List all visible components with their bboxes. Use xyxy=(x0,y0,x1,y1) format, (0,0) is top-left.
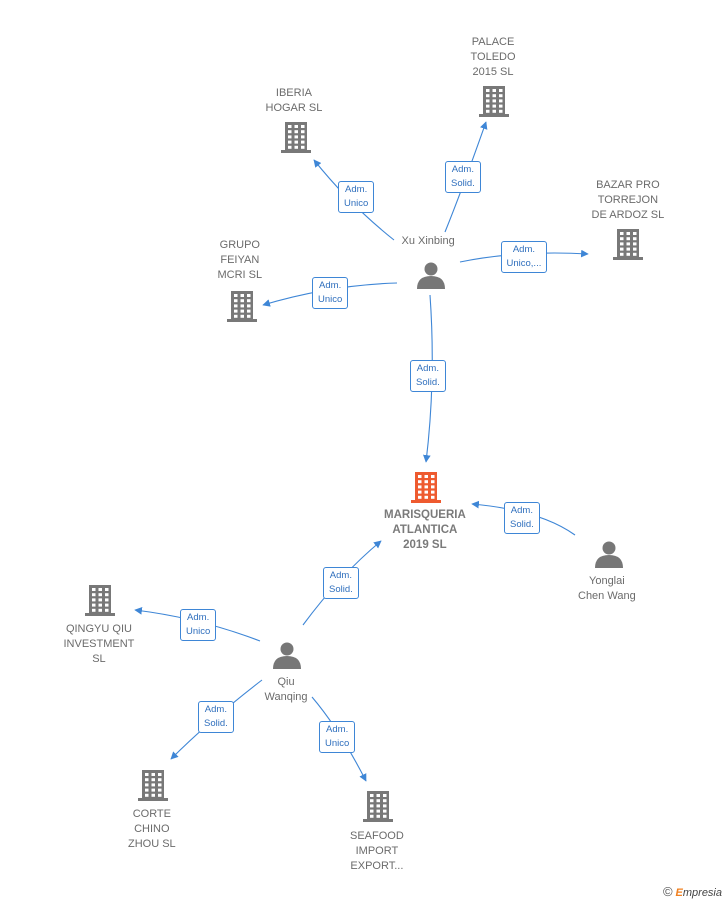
edge-label-yonglai-maris[interactable]: Adm. Solid. xyxy=(504,502,540,534)
node-label-xu[interactable]: Xu Xinbing xyxy=(401,235,455,247)
edge-label-xu-palace[interactable]: Adm. Solid. xyxy=(445,161,481,193)
node-label-seafood[interactable]: SEAFOOD IMPORT EXPORT... xyxy=(350,830,404,872)
edge-label-qiu-seafood[interactable]: Adm. Unico xyxy=(319,721,356,753)
edge-label-qiu-qingyu[interactable]: Adm. Unico xyxy=(180,609,217,641)
building-icon-palace[interactable] xyxy=(479,86,509,117)
building-icon-grupo[interactable] xyxy=(227,291,257,322)
node-label-iberia[interactable]: IBERIA HOGAR SL xyxy=(265,87,323,114)
brand-initial: E xyxy=(675,887,683,899)
brand-logo: ©Empresia xyxy=(663,884,722,899)
building-icon-iberia[interactable] xyxy=(281,122,311,153)
building-icon-maris[interactable] xyxy=(411,472,441,503)
brand-name: mpresia xyxy=(682,887,722,899)
edge-label-xu-iberia[interactable]: Adm. Unico xyxy=(338,181,375,213)
copyright-symbol: © xyxy=(662,884,673,899)
edge-label-xu-bazar[interactable]: Adm. Unico,... xyxy=(500,241,548,273)
node-label-palace[interactable]: PALACE TOLEDO 2015 SL xyxy=(470,36,516,78)
person-icon-qiu[interactable] xyxy=(273,642,301,670)
building-icon-qingyu[interactable] xyxy=(85,585,115,616)
building-icon-corte[interactable] xyxy=(138,770,168,801)
node-label-qiu[interactable]: Qiu Wanqing xyxy=(264,676,308,703)
node-label-corte[interactable]: CORTE CHINO ZHOU SL xyxy=(128,808,176,850)
building-icon-seafood[interactable] xyxy=(363,791,393,822)
edge-label-xu-maris[interactable]: Adm. Solid. xyxy=(410,360,446,392)
building-icon-bazar[interactable] xyxy=(613,229,643,260)
edge-label-xu-grupo[interactable]: Adm. Unico xyxy=(312,277,349,309)
node-label-bazar[interactable]: BAZAR PRO TORREJON DE ARDOZ SL xyxy=(591,179,665,221)
node-label-grupo[interactable]: GRUPO FEIYAN MCRI SL xyxy=(217,239,263,281)
person-icon-xu[interactable] xyxy=(417,262,445,290)
edge-label-qiu-corte[interactable]: Adm. Solid. xyxy=(198,701,234,733)
person-icon-yonglai[interactable] xyxy=(595,541,623,569)
edge-label-qiu-maris[interactable]: Adm. Solid. xyxy=(323,567,359,599)
node-label-qingyu[interactable]: QINGYU QIU INVESTMENT SL xyxy=(63,623,135,665)
node-label-yonglai[interactable]: Yonglai Chen Wang xyxy=(578,575,636,602)
node-label-maris[interactable]: MARISQUERIA ATLANTICA 2019 SL xyxy=(384,509,466,551)
